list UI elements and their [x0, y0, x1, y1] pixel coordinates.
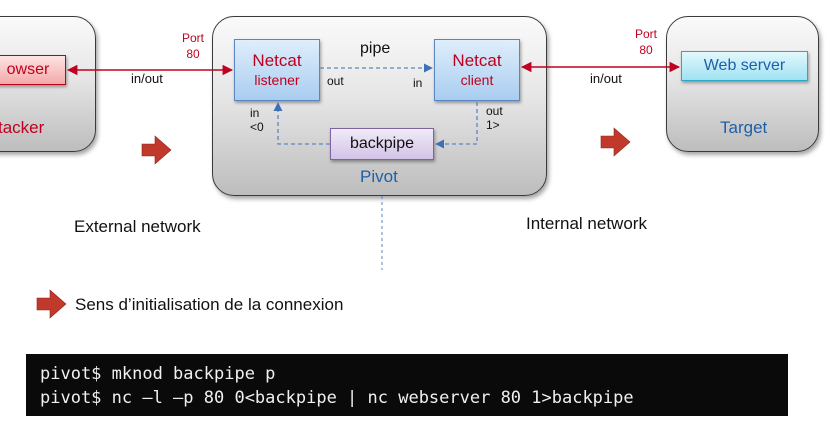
- webserver-label: Web server: [703, 57, 786, 74]
- client-in-label: in: [413, 76, 423, 90]
- client-subtitle: client: [460, 72, 494, 88]
- browser-label: owser: [6, 61, 50, 78]
- netcat-listener-box: Netcat listener: [234, 39, 320, 101]
- backpipe-box: backpipe: [330, 128, 434, 160]
- browser-box: owser: [0, 55, 66, 85]
- netcat-client-box: Netcat client: [434, 39, 520, 101]
- target-label: Target: [720, 118, 768, 137]
- client-title: Netcat: [452, 51, 502, 70]
- client-to-backpipe-arrow: [435, 102, 478, 149]
- terminal-line-1: pivot$ mknod backpipe p: [40, 364, 276, 384]
- webserver-box: Web server: [681, 51, 808, 81]
- right-inout-label: in/out: [590, 71, 622, 86]
- direction-arrow-2: [600, 127, 631, 157]
- direction-arrow-1: [141, 135, 172, 165]
- port-right-label: Port 80: [634, 27, 657, 57]
- pivot-label: Pivot: [360, 167, 398, 186]
- internal-network-label: Internal network: [526, 214, 647, 233]
- terminal-line-2: pivot$ nc –l –p 80 0<backpipe | nc webse…: [40, 388, 634, 408]
- backpipe-label: backpipe: [349, 135, 415, 152]
- pipe-label: pipe: [360, 40, 391, 57]
- listener-out-label: out: [327, 74, 344, 88]
- backpipe-to-listener-arrow: [273, 102, 330, 145]
- legend-arrow-icon: [36, 289, 67, 319]
- port-left-label: Port 80: [181, 31, 204, 61]
- listener-subtitle: listener: [254, 72, 300, 88]
- legend-text: Sens d’initialisation de la connexion: [75, 295, 344, 314]
- listener-in-label: in <0: [250, 106, 264, 134]
- attacker-label: tacker: [0, 118, 45, 137]
- external-network-label: External network: [74, 217, 201, 236]
- listener-title: Netcat: [252, 51, 302, 70]
- terminal-box: pivot$ mknod backpipe p pivot$ nc –l –p …: [26, 354, 788, 416]
- target-panel: [666, 16, 819, 152]
- client-out-label: out 1>: [486, 104, 503, 132]
